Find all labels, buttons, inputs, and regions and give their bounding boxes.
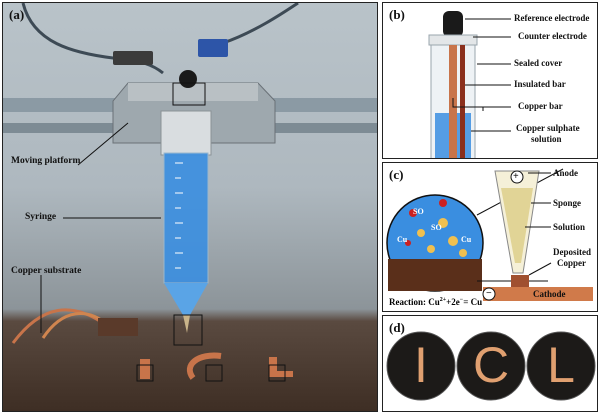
reaction-mid: +2e [446, 297, 460, 307]
leader-copper-bracket [452, 98, 484, 111]
panel-d-label: (d) [389, 320, 405, 335]
sealed-cover-top [428, 34, 478, 46]
label-copper-bar: Copper bar [518, 101, 563, 111]
cable-left [21, 3, 164, 75]
coin-l [526, 331, 596, 401]
printing-setup-illustration [3, 3, 377, 382]
electrode-assembly-illustration [428, 11, 511, 158]
deposit-layer [388, 259, 482, 291]
label-anode: Anode [553, 168, 579, 178]
label-counter-electrode: Counter electrode [518, 31, 587, 41]
printed-letter-c [186, 352, 222, 380]
label-so4-a: SO [413, 207, 424, 216]
connector-left [113, 51, 153, 65]
label-copper-sulphate: Copper sulphate [516, 123, 580, 133]
cathode-symbol [482, 287, 496, 301]
panel-c-reaction-schematic: (c) + − Anode Sponge Solution Deposited … [382, 162, 598, 312]
label-syringe: Syringe [25, 212, 57, 222]
printed-letter-l [269, 357, 277, 377]
label-reference-electrode: Reference electrode [514, 13, 590, 23]
panel-a-scene: (a) Moving platform Syringe Copper subst… [2, 2, 378, 412]
letter-l: L [547, 337, 575, 393]
reaction-equation: Reaction: Cu2++2e−= Cu [389, 297, 483, 307]
label-sealed-cover: Sealed cover [514, 58, 563, 68]
panel-b-electrode-assembly: (b) Reference electrode Counter electrod… [382, 2, 598, 159]
cable-right [222, 3, 299, 45]
electrode-cap [179, 70, 197, 88]
label-solution: Solution [553, 222, 586, 232]
letter-i: I [414, 337, 428, 393]
printed-letter-i [140, 359, 150, 379]
coin-i [386, 331, 456, 401]
syringe-taper [164, 283, 208, 315]
letter-c: C [473, 337, 510, 393]
zoom-box-c [173, 314, 203, 346]
printed-coins [386, 331, 596, 401]
label-deposited: Deposited [553, 247, 591, 257]
label-copper-substrate: Copper substrate [11, 266, 82, 276]
printed-letter-l-foot [269, 371, 293, 377]
syringe-scale [175, 162, 183, 269]
panel-a-label: (a) [9, 7, 25, 22]
panel-d-printed-letters: (d) I C L [382, 315, 598, 412]
zoom-box-i [136, 364, 154, 382]
label-insulated-bar: Insulated bar [514, 79, 566, 89]
reaction-schematic [386, 168, 593, 301]
label-cu-left: Cu [397, 235, 408, 244]
panel-b-label: (b) [389, 7, 405, 22]
label-so4-b: SO [431, 223, 442, 232]
reference-electrode-cap [443, 11, 463, 37]
leader-deposited [528, 262, 552, 276]
panel-c-label: (c) [389, 167, 404, 182]
sulphate-ions [405, 199, 447, 246]
leader-platform [77, 122, 129, 166]
connector-blue [198, 39, 228, 57]
insulated-bar-shape [460, 45, 465, 158]
zoom-box-l [268, 364, 286, 382]
syringe-barrel [164, 153, 208, 283]
substrate-clip [98, 318, 138, 336]
syringe-collar [160, 110, 212, 156]
label-sponge: Sponge [553, 198, 582, 208]
copper-ions [417, 218, 467, 257]
coin-c [456, 331, 526, 401]
reaction-end: = Cu [463, 297, 483, 307]
anode-symbol [510, 170, 524, 184]
zoom-box-b [172, 82, 206, 106]
cathode-minus-sign: − [486, 288, 492, 299]
platform-top [128, 83, 258, 101]
syringe-tip [183, 315, 190, 333]
label-deposited-copper: Copper [557, 258, 586, 268]
label-moving-platform: Moving platform [11, 156, 81, 166]
label-cu-right: Cu [461, 235, 472, 244]
label-cathode: Cathode [533, 289, 566, 299]
zoom-box-cc [205, 364, 223, 382]
sponge-fill [501, 188, 533, 263]
deposited-copper-shape [511, 275, 529, 287]
anode-plus-sign: + [513, 171, 519, 182]
label-solution-b: solution [531, 134, 562, 144]
cathode-bar [483, 287, 593, 301]
reaction-start: Reaction: Cu [389, 297, 440, 307]
